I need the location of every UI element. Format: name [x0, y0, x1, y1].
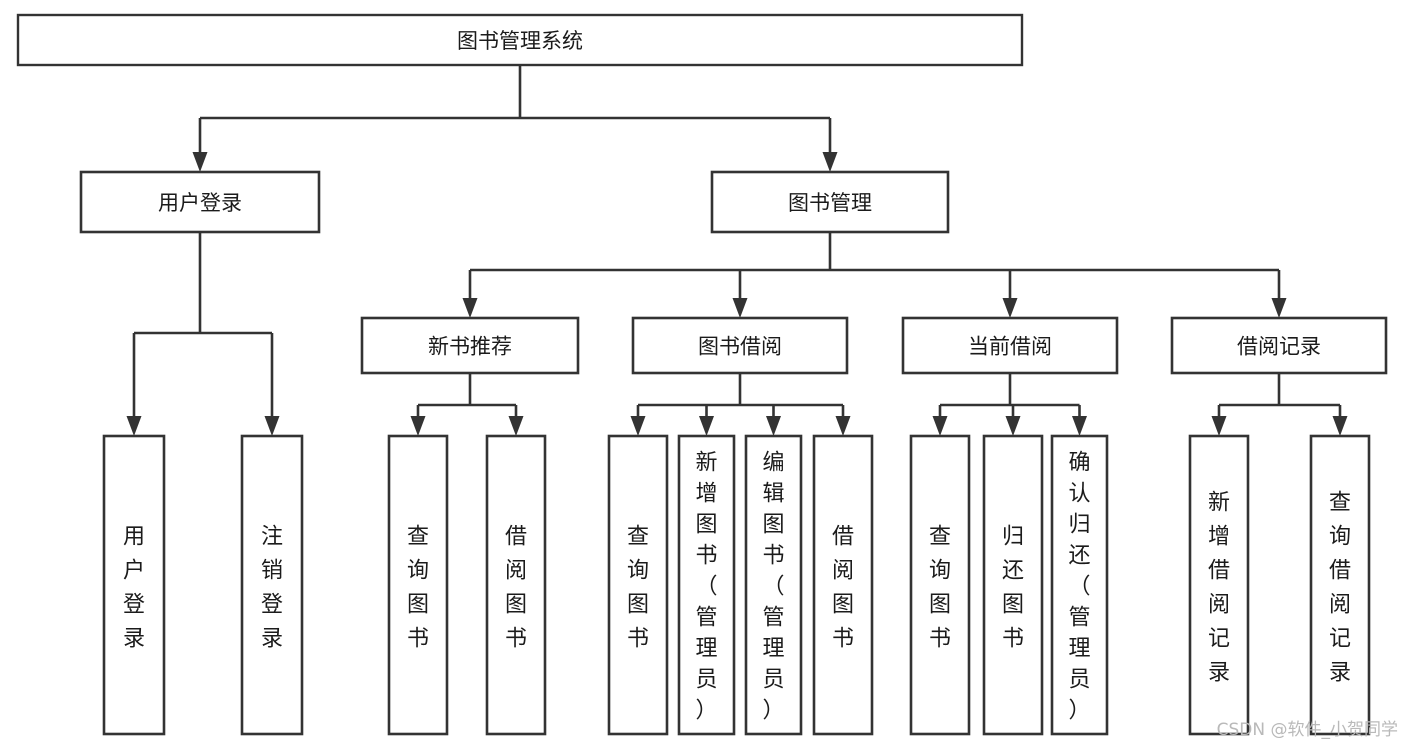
node-leaf-query-record[interactable]: 查询借阅记录	[1309, 434, 1371, 736]
node-leaf-query-book-2[interactable]: 查询图书	[607, 434, 669, 736]
node-box[interactable]	[812, 434, 874, 736]
node-book-manage[interactable]: 图书管理	[710, 170, 950, 234]
node-current-borrow[interactable]: 当前借阅	[901, 316, 1119, 375]
node-label: 借阅图书	[832, 525, 854, 652]
node-box[interactable]	[982, 434, 1044, 736]
node-label: 用户登录	[158, 191, 242, 215]
connector-book-borrow	[630, 373, 851, 436]
node-label: 查询图书	[627, 525, 649, 652]
node-user-login[interactable]: 用户登录	[79, 170, 321, 234]
node-box[interactable]	[631, 316, 849, 375]
node-leaf-query-book-3[interactable]: 查询图书	[909, 434, 971, 736]
node-box[interactable]	[744, 434, 803, 736]
node-leaf-confirm-return[interactable]: 确认归还（管理员）	[1050, 434, 1109, 736]
connector-layer	[126, 65, 1348, 436]
node-label: 新增图书（管理员）	[695, 451, 717, 724]
node-book-borrow[interactable]: 图书借阅	[631, 316, 849, 375]
node-label: 图书管理	[788, 191, 872, 215]
node-leaf-user-login[interactable]: 用户登录	[102, 434, 166, 736]
node-box[interactable]	[102, 434, 166, 736]
node-leaf-add-book[interactable]: 新增图书（管理员）	[677, 434, 736, 736]
node-label: 查询图书	[407, 525, 429, 652]
node-label: 用户登录	[123, 525, 145, 652]
node-label: 新书推荐	[428, 335, 512, 359]
node-leaf-borrow-book-2[interactable]: 借阅图书	[812, 434, 874, 736]
node-label: 归还图书	[1002, 525, 1024, 652]
node-leaf-query-book-1[interactable]: 查询图书	[387, 434, 449, 736]
connector-borrow-record	[1211, 373, 1348, 436]
node-label: 图书管理系统	[457, 29, 583, 53]
csdn-watermark: CSDN @软件_小贺同学	[1217, 720, 1398, 740]
node-root[interactable]: 图书管理系统	[16, 13, 1024, 67]
node-box[interactable]	[240, 434, 304, 736]
node-leaf-user-logout[interactable]: 注销登录	[240, 434, 304, 736]
connector-root	[192, 65, 838, 172]
node-box[interactable]	[1170, 316, 1388, 375]
node-box[interactable]	[1050, 434, 1109, 736]
node-box[interactable]	[909, 434, 971, 736]
node-leaf-borrow-book-1[interactable]: 借阅图书	[485, 434, 547, 736]
node-label: 当前借阅	[968, 335, 1052, 359]
node-layer: 图书管理系统用户登录图书管理新书推荐图书借阅当前借阅借阅记录用户登录注销登录查询…	[16, 13, 1388, 736]
node-label: 查询图书	[929, 525, 951, 652]
node-label: 编辑图书（管理员）	[762, 451, 784, 724]
node-label: 确认归还（管理员）	[1068, 451, 1090, 724]
node-label: 图书借阅	[698, 335, 782, 359]
node-box[interactable]	[360, 316, 580, 375]
node-new-book-rec[interactable]: 新书推荐	[360, 316, 580, 375]
node-label: 查询借阅记录	[1329, 491, 1351, 686]
node-borrow-record[interactable]: 借阅记录	[1170, 316, 1388, 375]
node-leaf-edit-book[interactable]: 编辑图书（管理员）	[744, 434, 803, 736]
node-box[interactable]	[16, 13, 1024, 67]
connector-book-manage	[462, 232, 1287, 318]
node-label: 新增借阅记录	[1208, 491, 1230, 686]
node-leaf-return-book[interactable]: 归还图书	[982, 434, 1044, 736]
node-label: 借阅记录	[1237, 335, 1321, 359]
node-box[interactable]	[79, 170, 321, 234]
connector-new-book-rec	[410, 373, 524, 436]
connector-user-login	[126, 232, 280, 436]
node-label: 借阅图书	[505, 525, 527, 652]
node-box[interactable]	[901, 316, 1119, 375]
node-box[interactable]	[1309, 434, 1371, 736]
node-box[interactable]	[485, 434, 547, 736]
node-box[interactable]	[677, 434, 736, 736]
node-leaf-add-record[interactable]: 新增借阅记录	[1188, 434, 1250, 736]
node-box[interactable]	[387, 434, 449, 736]
node-box[interactable]	[1188, 434, 1250, 736]
connector-current-borrow	[932, 373, 1087, 436]
node-label: 注销登录	[261, 525, 283, 652]
node-box[interactable]	[710, 170, 950, 234]
node-box[interactable]	[607, 434, 669, 736]
